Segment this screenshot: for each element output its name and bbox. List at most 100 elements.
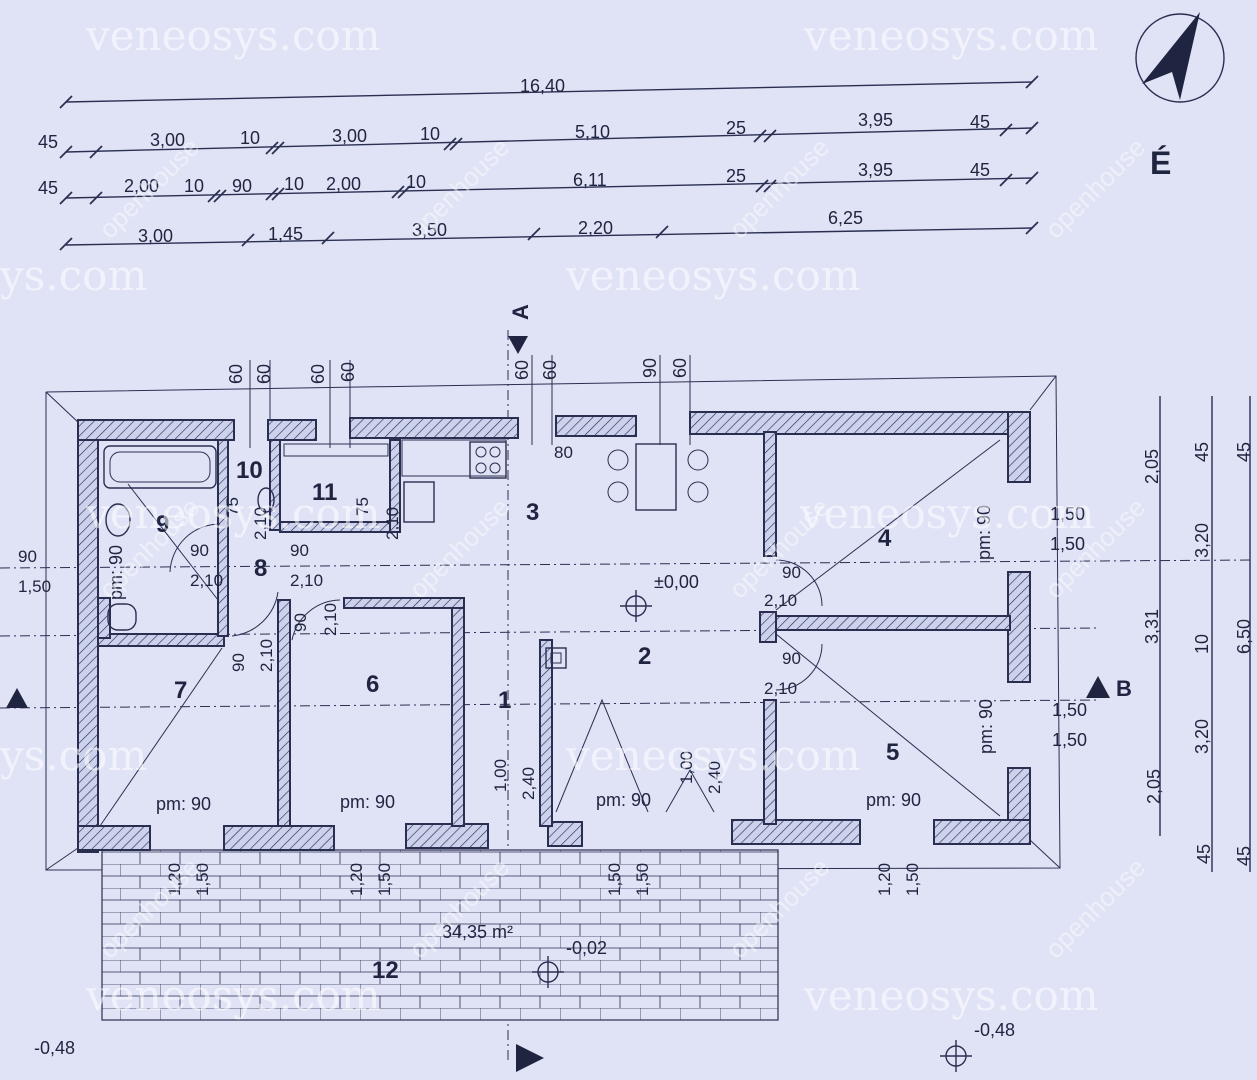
level-terrace: -0,02 [566,938,607,958]
dim-win-5: 60 [512,360,532,380]
dim-r3-f: 2,00 [326,174,361,194]
dim-210-e: 2,10 [251,507,270,540]
dim-r2-i: 45 [970,112,990,132]
room-11: 11 [312,479,337,506]
watermark-2: veneosys.com [803,11,1099,60]
dim-90-a: 90 [190,541,209,560]
dim-win-8: 60 [670,358,690,378]
watermark-1: veneosys.com [85,11,381,60]
note-pm90-5v: pm: 90 [976,699,996,754]
dim-r4-a: 3,00 [138,226,173,246]
terrace-area: 34,35 m² [442,922,513,942]
watermark-10: veneosys.com [85,489,381,538]
room-5: 5 [886,739,899,766]
watermark-3: ys.com [0,251,147,300]
dim-r3-d: 90 [232,176,252,196]
note-pm90-4: pm: 90 [974,505,994,560]
fixtures [103,439,709,669]
dim-150-d: 1,50 [633,863,652,896]
room-10: 10 [236,457,263,484]
washbasin-icon [105,503,131,537]
north-label: É [1150,145,1171,181]
sink-icon [403,481,435,523]
brand-watermark-12: openhouse [1039,852,1151,964]
section-left-arrow-icon [6,688,28,708]
dim-120-c: 1,20 [875,863,894,896]
room-7: 7 [174,677,187,704]
dim-r3-i: 25 [726,166,746,186]
walls [77,411,1031,853]
watermark-7: veneosys.com [85,971,381,1020]
dim-90-e: 90 [291,613,310,632]
level-ground-left: -0,48 [34,1038,75,1058]
dim-210-c: 2,10 [764,591,797,610]
wc-icon [257,487,275,513]
dim-210-d: 2,10 [764,679,797,698]
room-8: 8 [254,555,267,582]
dim-outer-a: 45 [1192,442,1212,462]
dim-outer-e: 45 [1194,844,1214,864]
dim-150-left: 1,50 [18,577,51,596]
dim-r2-e: 10 [420,124,440,144]
dim-80: 80 [554,443,573,462]
dim-outer-c: 10 [1192,634,1212,654]
terrace-paving [101,849,779,1021]
dim-90-d: 90 [782,649,801,668]
note-pm90-6: pm: 90 [340,792,395,812]
dim-win-2: 60 [254,364,274,384]
dim-right-a: 2,05 [1142,449,1162,484]
note-pm90-1: pm: 90 [596,790,651,810]
dim-r3-k: 45 [970,160,990,180]
dim-100-a: 1,00 [491,759,510,792]
dim-r3-h: 6,11 [573,170,607,190]
brand-watermark-3: openhouse [723,132,835,244]
stove-icon [469,441,507,479]
level-marker-icon [620,590,652,622]
dim-120-b: 1,20 [347,863,366,896]
right-dimension-lines [1159,396,1251,872]
dim-150-a: 1,50 [193,863,212,896]
watermark-8: veneosys.com [803,971,1099,1020]
dim-win-4: 60 [338,362,358,382]
dining-table-icon [635,443,677,511]
dim-right-b: 1,50 [1050,504,1085,524]
brand-watermark-6: openhouse [403,492,515,604]
watermark-6: veneosys.com [565,731,861,780]
dim-right-e: 1,50 [1052,700,1087,720]
watermark-4: veneosys.com [565,251,861,300]
dim-120-a: 1,20 [165,863,184,896]
dim-210-h: 2,10 [257,639,276,672]
top-dimensions [59,75,1039,251]
level-ground-right: -0,48 [974,1020,1015,1040]
watermark-9: veneosys.com [799,489,1095,538]
room-4: 4 [878,525,892,552]
dim-r3-e: 10 [284,174,304,194]
dim-75-a: 75 [223,497,242,516]
room-1: 1 [498,687,511,714]
dim-r2-g: 25 [726,118,746,138]
dim-210-b: 2,10 [290,571,323,590]
room-9: 9 [156,511,169,538]
dim-150-e: 1,50 [903,863,922,896]
dim-r4-c: 3,50 [412,220,447,240]
chimney-icon [545,647,567,669]
level-zero: ±0,00 [654,572,699,592]
dim-r2-c: 10 [240,128,260,148]
dim-75-b: 75 [353,497,372,516]
dim-outer-d: 3,20 [1192,719,1212,754]
dim-r2-d: 3,00 [332,126,367,146]
dim-win-1: 60 [226,364,246,384]
dim-240-a: 2,40 [519,767,538,800]
section-b-label: B [1116,676,1132,701]
dim-210-f: 2,10 [383,507,402,540]
dim-100-b: 1,00 [677,751,696,784]
dim-r3-c: 10 [184,176,204,196]
terrace-level-marker-icon [532,956,564,988]
section-bottom-arrow-icon [516,1044,544,1072]
section-a-arrow-icon [508,336,528,354]
dim-r4-d: 2,20 [578,218,613,238]
dim-r2-b: 3,00 [150,130,185,150]
ground-level-marker-icon [940,1040,972,1072]
door-swings [99,439,1001,827]
dim-outer-b: 3,20 [1192,523,1212,558]
